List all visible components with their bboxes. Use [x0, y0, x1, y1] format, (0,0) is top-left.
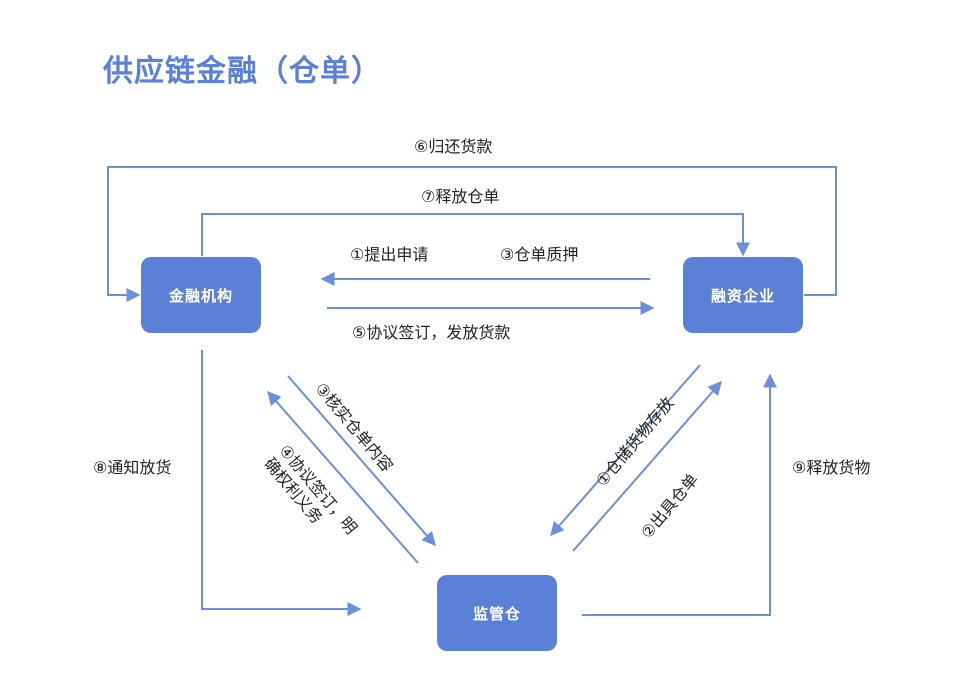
node-bank: 金融机构	[141, 257, 261, 333]
label-release-receipt: ⑦释放仓单	[421, 187, 500, 206]
arrow-store	[550, 364, 701, 537]
arrow-release-goods	[582, 373, 777, 616]
label-notify: ⑧通知放货	[93, 458, 172, 477]
node-enterprise: 融资企业	[683, 257, 803, 333]
page-title: 供应链金融（仓单）	[103, 54, 382, 89]
label-apply: ①提出申请	[350, 245, 429, 264]
label-repay: ⑥归还货款	[414, 137, 493, 156]
arrow-verify	[287, 375, 436, 547]
arrow-notify	[201, 350, 362, 616]
label-pledge: ③仓单质押	[500, 245, 579, 264]
arrow-repay	[107, 166, 837, 302]
node-warehouse: 监管仓	[437, 575, 557, 651]
label-sign-loan: ⑤协议签订，发放货款	[352, 323, 511, 342]
arrow-issue	[572, 380, 722, 552]
arrow-release-receipt	[201, 213, 750, 257]
arrow-agreement	[267, 390, 419, 564]
label-release-goods: ⑨释放货物	[792, 458, 871, 477]
